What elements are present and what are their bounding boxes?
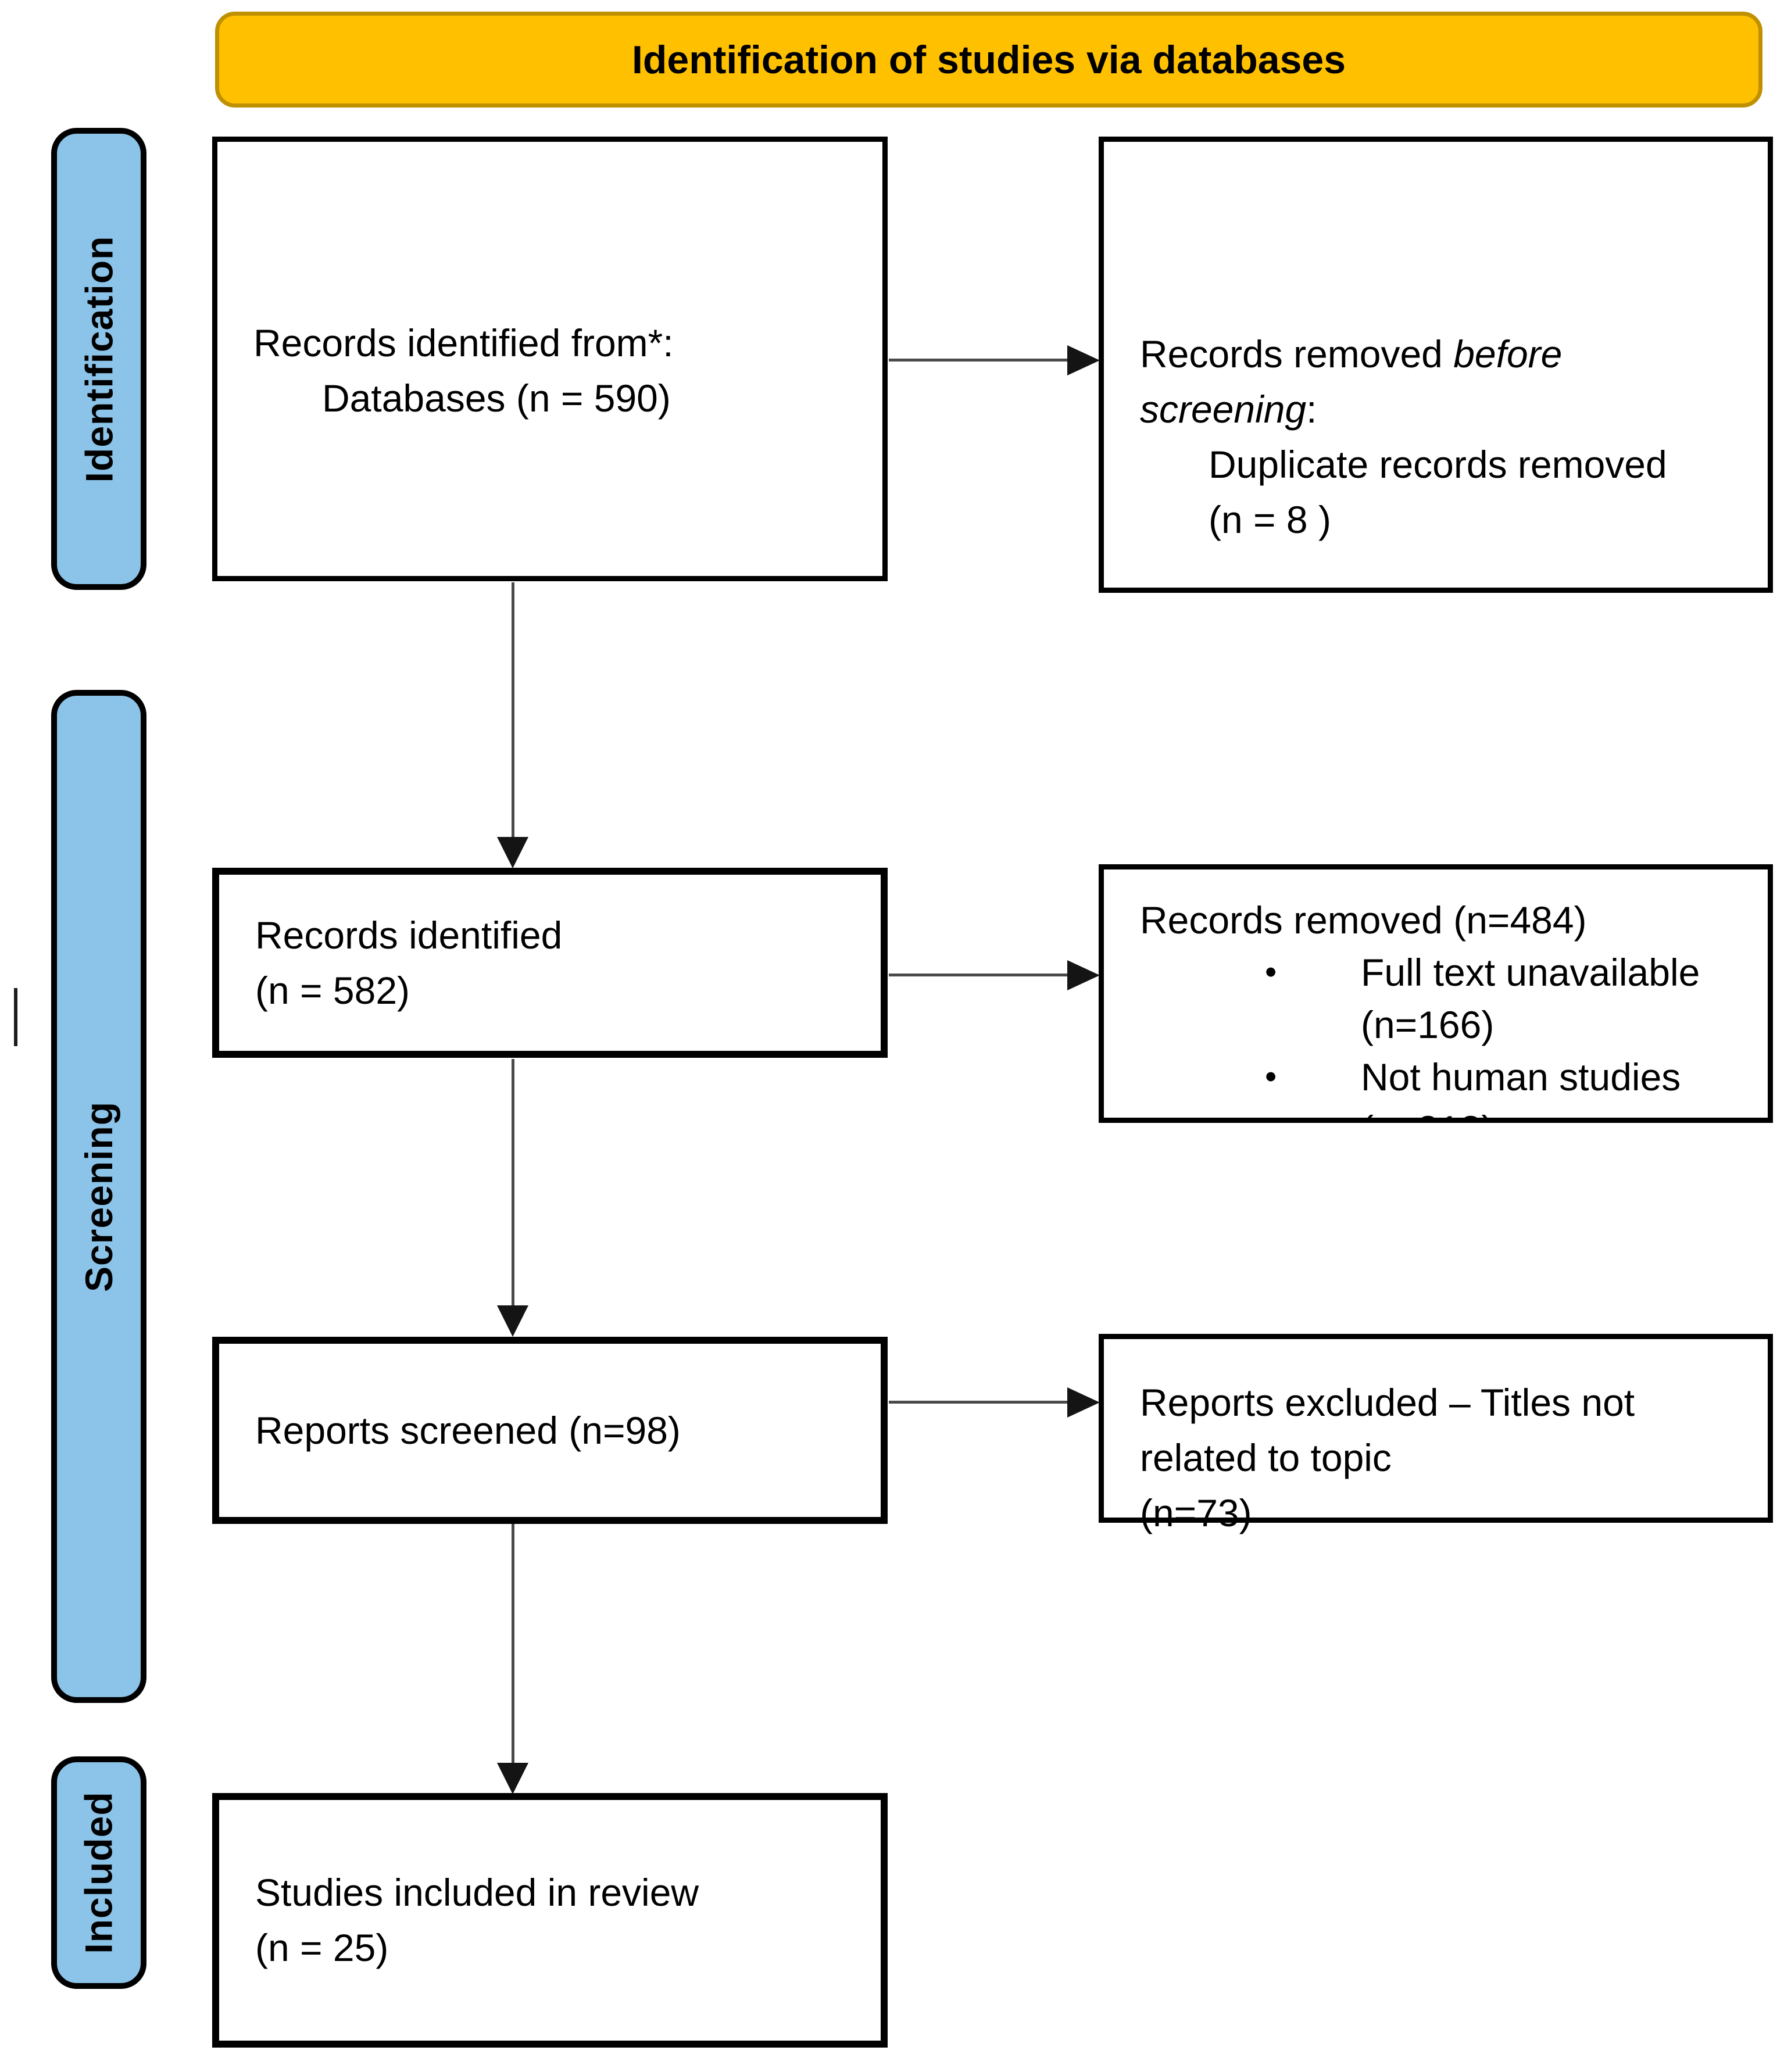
reports-screened-text: Reports screened (n=98) — [255, 1408, 681, 1452]
title-banner: Identification of studies via databases — [215, 12, 1762, 108]
stage-label-screening-text: Screening — [77, 1101, 121, 1292]
duplicate-records-removed-text: Duplicate records removed (n = 8 ) — [1209, 443, 1667, 541]
arrow-down-icon — [497, 837, 528, 868]
records-removed-item-1: Full text unavailable (n=166) — [1361, 951, 1700, 1046]
arrow-identified-to-removed-shaft — [889, 359, 1072, 362]
box-reports-screened: Reports screened (n=98) — [212, 1337, 888, 1524]
records-identified-text: Records identified (n = 582) — [255, 913, 563, 1012]
bullet-icon: • — [1265, 1058, 1277, 1096]
list-item: • Full text unavailable (n=166) — [1140, 946, 1750, 1051]
stage-label-identification-text: Identification — [77, 235, 121, 482]
arrow-identified2-to-removed-shaft — [889, 974, 1072, 976]
studies-included-text: Studies included in review (n = 25) — [255, 1871, 699, 1969]
records-removed-title: Records removed (n=484) — [1140, 899, 1587, 942]
arrow-screened-to-excluded-shaft — [889, 1401, 1072, 1404]
records-removed-before-line2: screening: — [1140, 382, 1744, 437]
diagram-title: Identification of studies via databases — [631, 37, 1346, 82]
arrow-down-2-shaft — [512, 1059, 514, 1308]
stage-label-identification: Identification — [51, 128, 146, 590]
arrow-down-icon — [497, 1305, 528, 1337]
records-removed-before-l1-italic: before — [1453, 332, 1563, 375]
records-removed-before-l2-italic: screening — [1140, 388, 1307, 431]
arrow-down-icon — [497, 1763, 528, 1794]
arrow-right-icon — [1067, 960, 1100, 990]
arrow-right-icon — [1067, 345, 1100, 375]
stage-label-screening: Screening — [51, 690, 146, 1703]
box-records-identified: Records identified (n = 582) — [212, 868, 888, 1058]
reports-excluded-text: Reports excluded – Titles not related to… — [1140, 1381, 1635, 1534]
records-removed-bullet-list: • Full text unavailable (n=166) • Not hu… — [1140, 946, 1750, 1118]
list-item: • Not human studies (n=318) — [1140, 1051, 1750, 1118]
bullet-icon: • — [1265, 953, 1277, 991]
records-identified-from-line1: Records identified from*: — [253, 321, 674, 364]
stage-label-included-text: Included — [77, 1791, 121, 1954]
arrow-down-1-shaft — [512, 582, 514, 838]
records-identified-from-line2: Databases (n = 590) — [322, 376, 671, 420]
box-studies-included: Studies included in review (n = 25) — [212, 1793, 888, 2048]
arrow-down-3-shaft — [512, 1524, 514, 1765]
box-reports-excluded: Reports excluded – Titles not related to… — [1099, 1334, 1773, 1534]
records-removed-before-l1-normal: Records removed — [1140, 332, 1454, 375]
box-records-removed-before-screening: Records removed before screening: Duplic… — [1099, 137, 1773, 593]
arrow-right-icon — [1067, 1387, 1100, 1418]
records-removed-before-l2-normal: : — [1306, 388, 1317, 431]
stray-mark — [14, 988, 17, 1046]
records-removed-item-2: Not human studies (n=318) — [1361, 1055, 1681, 1118]
box-records-identified-from: Records identified from*: Databases (n =… — [212, 137, 888, 581]
stage-label-included: Included — [51, 1756, 146, 1989]
records-removed-before-line1: Records removed before — [1140, 327, 1744, 382]
box-records-removed: Records removed (n=484) • Full text unav… — [1099, 864, 1773, 1123]
